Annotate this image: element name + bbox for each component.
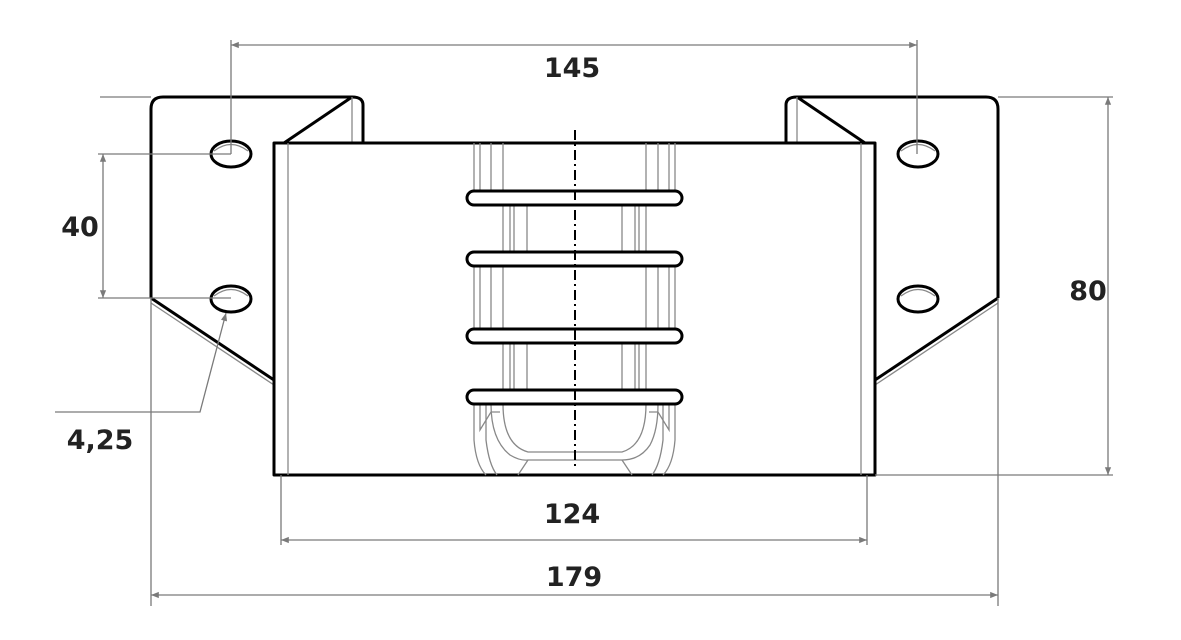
- dimension-145: 145: [230, 40, 918, 154]
- clamp-bar: [465, 327, 684, 345]
- dimension-label: 40: [61, 212, 99, 243]
- dimension-179: 179: [150, 298, 999, 606]
- left-bracket-flange: [149, 95, 365, 386]
- dimension-40: 40: [61, 153, 231, 299]
- dimension-label: 4,25: [67, 425, 134, 456]
- dimension-124: 124: [280, 475, 868, 545]
- clamp-assembly: [465, 130, 684, 476]
- dimension-80: 80: [100, 96, 1113, 476]
- dimension-label: 80: [1069, 276, 1107, 307]
- dimension-label: 179: [546, 562, 602, 593]
- bracket-body: [272, 141, 877, 477]
- right-bracket-flange: [784, 95, 1000, 386]
- dimension-label: 145: [544, 53, 600, 84]
- dimension-hole-diameter: 4,25: [55, 312, 228, 456]
- dimension-label: 124: [544, 499, 600, 530]
- mounting-hole: [209, 284, 253, 314]
